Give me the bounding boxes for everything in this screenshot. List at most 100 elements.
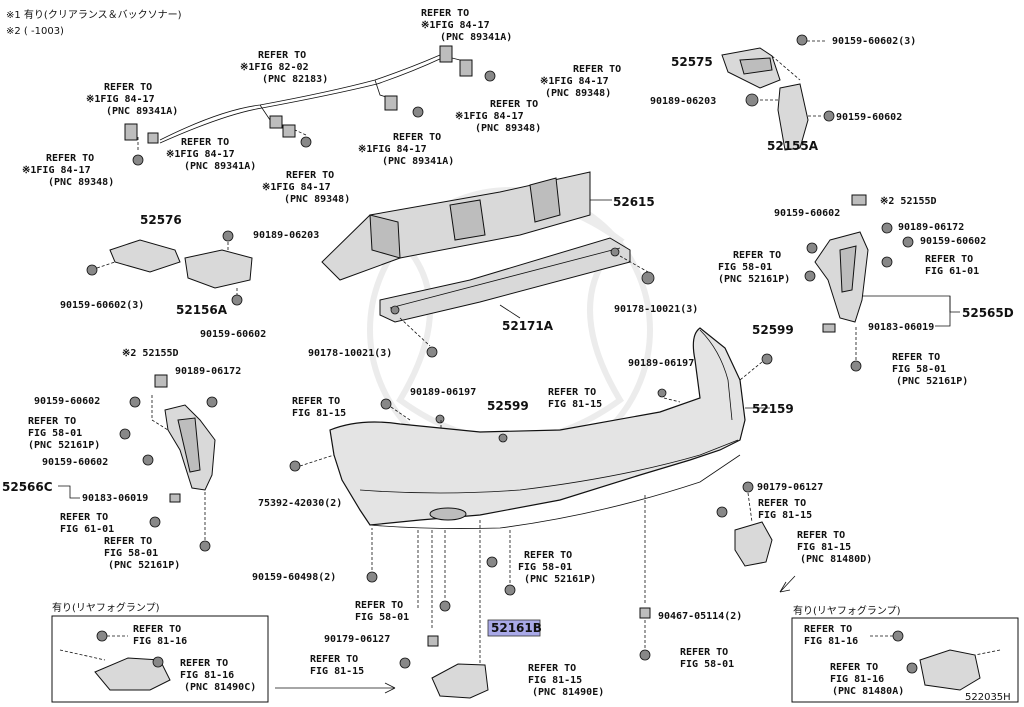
svg-text:FIG 81-15: FIG 81-15 (528, 675, 582, 686)
svg-text:REFER TO: REFER TO (28, 416, 76, 427)
svg-text:(PNC 81490E): (PNC 81490E) (532, 687, 604, 698)
svg-text:90189-06203: 90189-06203 (253, 230, 319, 241)
svg-text:90189-06197: 90189-06197 (410, 387, 476, 398)
highlight-52161B[interactable] (487, 619, 541, 637)
inset-box-right: 有り(リヤフォグランプ) REFER TO FIG 81-16 REFER TO… (791, 604, 1019, 703)
sonar-sensor-left (124, 123, 138, 141)
side-bracket-52565D (804, 194, 960, 372)
svg-text:52599: 52599 (487, 399, 529, 413)
svg-text:90189-06172: 90189-06172 (175, 366, 241, 377)
svg-text:REFER TO: REFER TO (490, 99, 538, 110)
svg-text:REFER TO: REFER TO (804, 624, 852, 635)
svg-text:90159-60602: 90159-60602 (774, 208, 840, 219)
sonar-sensor-3-icon (412, 106, 424, 118)
svg-text:(PNC 89341A): (PNC 89341A) (184, 161, 256, 172)
svg-text:※1FIG 84-17: ※1FIG 84-17 (86, 94, 155, 105)
svg-text:REFER TO: REFER TO (310, 654, 358, 665)
svg-text:(PNC 89348): (PNC 89348) (545, 88, 611, 99)
svg-text:90159-60602: 90159-60602 (920, 236, 986, 247)
note-1: ※1 有り(クリアランス＆バックソナー) (6, 8, 182, 21)
svg-text:(PNC 81490C): (PNC 81490C) (184, 682, 256, 693)
svg-text:FIG 81-15: FIG 81-15 (548, 399, 602, 410)
svg-text:REFER TO: REFER TO (104, 82, 152, 93)
svg-text:REFER TO: REFER TO (60, 512, 108, 523)
svg-text:※1FIG 84-17: ※1FIG 84-17 (22, 165, 91, 176)
svg-text:90189-06172: 90189-06172 (898, 222, 964, 233)
svg-text:REFER TO: REFER TO (528, 663, 576, 674)
sonar-sensor-2-icon (300, 136, 312, 148)
lower-fasteners (275, 495, 651, 699)
svg-text:有り(リヤフォグランプ): 有り(リヤフォグランプ) (793, 604, 901, 617)
energy-absorber-52615 (321, 171, 612, 281)
svg-text:※1FIG 84-17: ※1FIG 84-17 (421, 20, 490, 31)
inset-box-left: 有り(リヤフォグランプ) REFER TO FIG 81-16 REFER TO… (51, 601, 269, 703)
sonar-sensor-4-icon (484, 70, 496, 82)
svg-text:52565D: 52565D (962, 306, 1014, 320)
bracket-52156A (184, 249, 253, 289)
svg-text:90159-60602: 90159-60602 (34, 396, 100, 407)
svg-text:FIG 81-16: FIG 81-16 (830, 674, 884, 685)
svg-text:52171A: 52171A (502, 319, 554, 333)
svg-text:FIG 81-16: FIG 81-16 (180, 670, 234, 681)
svg-text:(PNC 89348): (PNC 89348) (284, 194, 350, 205)
svg-text:52156A: 52156A (176, 303, 228, 317)
svg-text:※1FIG 84-17: ※1FIG 84-17 (262, 182, 331, 193)
svg-text:REFER TO: REFER TO (181, 137, 229, 148)
svg-text:FIG 81-15: FIG 81-15 (310, 666, 364, 677)
svg-text:FIG 81-16: FIG 81-16 (133, 636, 187, 647)
bracket-52155A (777, 83, 809, 151)
svg-text:FIG 81-15: FIG 81-15 (758, 510, 812, 521)
svg-text:REFER TO: REFER TO (548, 387, 596, 398)
svg-text:REFER TO: REFER TO (180, 658, 228, 669)
svg-text:FIG 58-01: FIG 58-01 (892, 364, 946, 375)
label-52575: 52575 (671, 55, 713, 69)
svg-text:90179-06127: 90179-06127 (757, 482, 823, 493)
svg-text:75392-42030(2): 75392-42030(2) (258, 498, 342, 509)
svg-text:REFER TO: REFER TO (286, 170, 334, 181)
svg-text:REFER TO: REFER TO (524, 550, 572, 561)
svg-text:(PNC 52161P): (PNC 52161P) (896, 376, 968, 387)
svg-text:(PNC 81480A): (PNC 81480A) (832, 686, 904, 697)
svg-text:FIG 58-01: FIG 58-01 (28, 428, 82, 439)
svg-text:(PNC 52161P): (PNC 52161P) (108, 560, 180, 571)
svg-text:REFER TO: REFER TO (46, 153, 94, 164)
svg-text:90179-06127: 90179-06127 (324, 634, 390, 645)
svg-text:90159-60602: 90159-60602 (42, 457, 108, 468)
svg-text:REFER TO: REFER TO (925, 254, 973, 265)
label-52161B[interactable]: 52161B (491, 621, 542, 635)
side-bracket-52566C (58, 374, 218, 552)
svg-text:REFER TO: REFER TO (421, 8, 469, 19)
svg-text:REFER TO: REFER TO (892, 352, 940, 363)
svg-text:REFER TO: REFER TO (258, 50, 306, 61)
svg-text:※2 52155D: ※2 52155D (880, 196, 937, 207)
svg-text:90183-06019: 90183-06019 (868, 322, 934, 333)
svg-text:※1FIG 82-02: ※1FIG 82-02 (240, 62, 309, 73)
svg-text:※1FIG 84-17: ※1FIG 84-17 (358, 144, 427, 155)
svg-text:90467-05114(2): 90467-05114(2) (658, 611, 742, 622)
svg-text:REFER TO: REFER TO (758, 498, 806, 509)
diagram-id: 522035H (965, 692, 1011, 703)
svg-text:90159-60498(2): 90159-60498(2) (252, 572, 336, 583)
retainer-52575 (721, 34, 835, 151)
svg-text:FIG 58-01: FIG 58-01 (718, 262, 772, 273)
svg-text:REFER TO: REFER TO (104, 536, 152, 547)
svg-text:FIG 81-15: FIG 81-15 (797, 542, 851, 553)
svg-text:90159-60602: 90159-60602 (200, 329, 266, 340)
svg-text:(PNC 89341A): (PNC 89341A) (382, 156, 454, 167)
svg-text:90159-60602: 90159-60602 (836, 112, 902, 123)
svg-text:90189-06203: 90189-06203 (650, 96, 716, 107)
sonar-wiring-harness (124, 45, 496, 166)
svg-text:FIG 58-01: FIG 58-01 (104, 548, 158, 559)
svg-text:90183-06019: 90183-06019 (82, 493, 148, 504)
svg-text:90159-60602(3): 90159-60602(3) (60, 300, 144, 311)
reflector-left (431, 663, 489, 699)
svg-text:(PNC 52161P): (PNC 52161P) (718, 274, 790, 285)
svg-text:FIG 61-01: FIG 61-01 (925, 266, 979, 277)
svg-text:90189-06197: 90189-06197 (628, 358, 694, 369)
svg-text:FIG 81-16: FIG 81-16 (804, 636, 858, 647)
svg-text:(PNC 52161P): (PNC 52161P) (28, 440, 100, 451)
sonar-sensor-1-icon (132, 154, 144, 166)
svg-text:52615: 52615 (613, 195, 655, 209)
